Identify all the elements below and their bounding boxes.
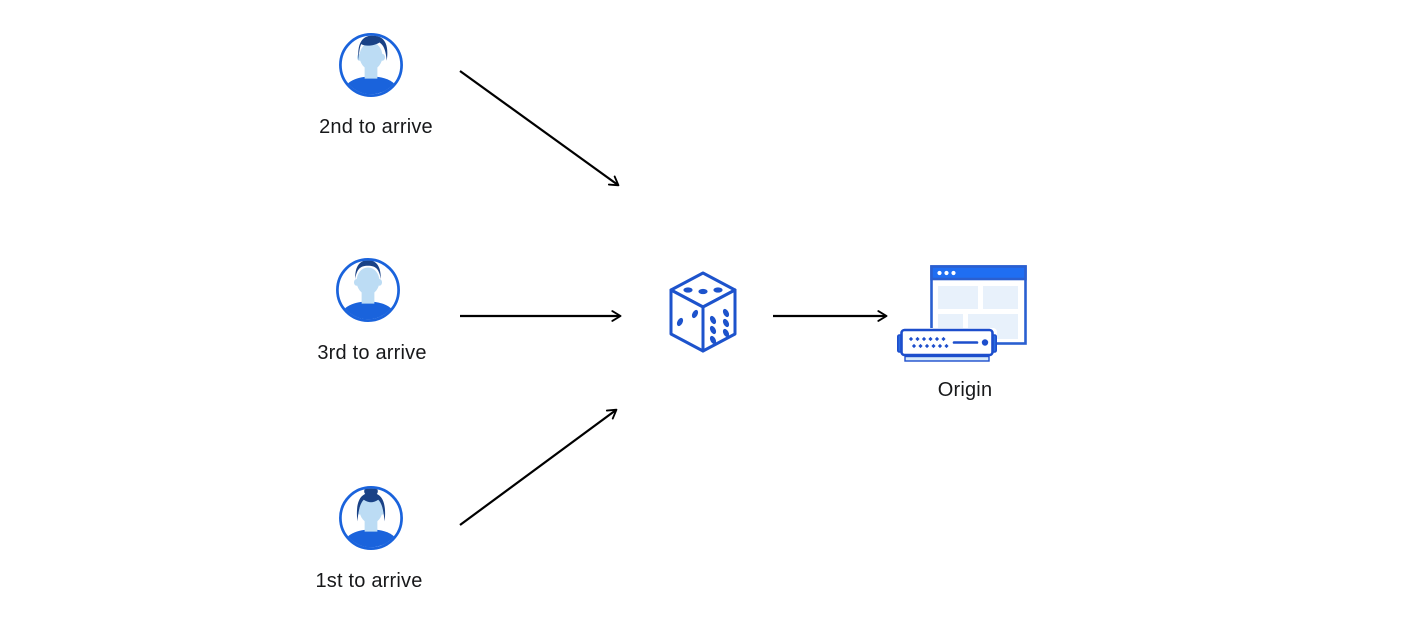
visitor-third-label: 3rd to arrive xyxy=(317,342,427,364)
origin-label: Origin xyxy=(937,379,993,401)
arrow-visitor-first-to-selector xyxy=(459,408,618,526)
woman-avatar-icon xyxy=(339,486,403,550)
man-avatar-icon xyxy=(336,258,400,322)
visitor-first-label: 1st to arrive xyxy=(315,570,423,592)
visitor-second-label: 2nd to arrive xyxy=(319,116,433,138)
node-origin-server xyxy=(897,327,997,363)
window-dots-icon xyxy=(937,270,956,276)
node-random-selector xyxy=(668,270,738,354)
dice-icon xyxy=(669,271,737,353)
man-avatar-icon xyxy=(339,33,403,97)
arrow-visitor-second-to-selector xyxy=(459,70,620,187)
node-visitor-third xyxy=(334,256,402,324)
server-icon xyxy=(897,328,997,362)
node-visitor-second xyxy=(337,31,405,99)
node-visitor-first xyxy=(337,484,405,552)
